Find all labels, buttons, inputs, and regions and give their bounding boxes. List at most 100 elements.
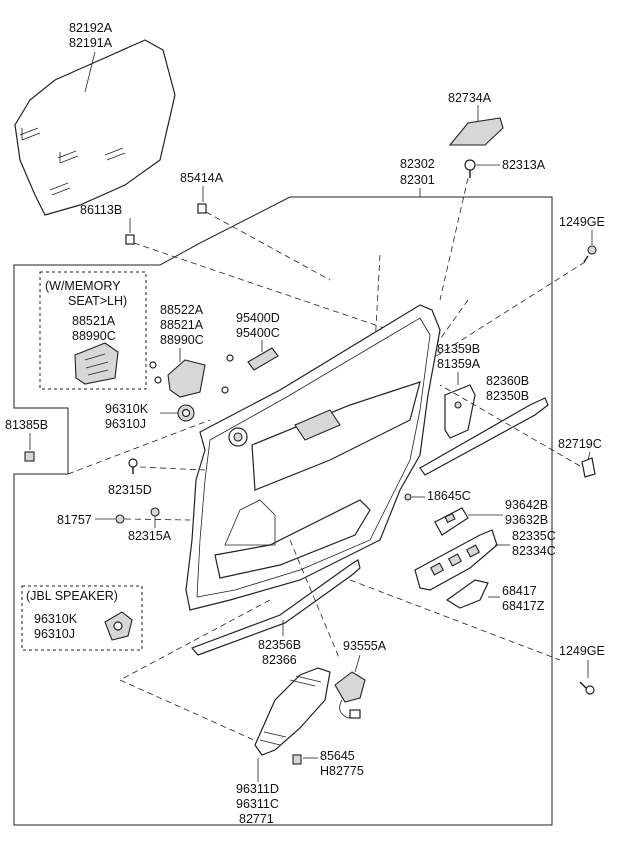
memory-note-line2: SEAT>LH): [68, 294, 127, 308]
label-82335c: 82335C: [512, 529, 556, 543]
leader-82719c: [587, 451, 591, 461]
clip-icon: [125, 234, 135, 245]
label-82719c: 82719C: [558, 437, 602, 451]
jbl-note: (JBL SPEAKER): [26, 589, 118, 603]
label-96310k: 96310K: [105, 402, 149, 416]
label-handle-88521a: 88521A: [160, 318, 204, 332]
label-85645: 85645: [320, 749, 355, 763]
label-82366: 82366: [262, 653, 297, 667]
label-jbl-96310j: 96310J: [34, 627, 75, 641]
window-switch-93642b: [434, 507, 469, 536]
door-handle-88522a: [167, 359, 206, 398]
dash-82315d: [139, 466, 206, 471]
label-handle-88990c: 88990C: [160, 333, 204, 347]
courtesy-lamp: [247, 347, 279, 371]
label-82734a: 82734A: [448, 91, 492, 105]
dash-lower-a: [119, 599, 271, 681]
door-trim-inner: [196, 317, 431, 598]
label-18645c: 18645C: [427, 489, 471, 503]
label-85414a: 85414A: [180, 171, 224, 185]
switch-icon: [454, 401, 462, 409]
label-81385b: 81385B: [5, 418, 48, 432]
label-82771: 82771: [239, 812, 274, 826]
label-82301: 82301: [400, 173, 435, 187]
dash-lower-c: [349, 579, 561, 661]
label-82350b: 82350B: [486, 389, 529, 403]
belt-strip-82360b: [419, 397, 549, 476]
label-93555a: 93555A: [343, 639, 387, 653]
clip-icon: [24, 451, 35, 462]
memory-seat-callout: [39, 271, 147, 390]
door-switch-81359b: [444, 384, 476, 439]
speaker-icon: [177, 404, 195, 422]
label-81359b: 81359B: [437, 342, 480, 356]
switch-icon: [74, 342, 119, 385]
clip-icon: [292, 754, 302, 765]
label-95400c: 95400C: [236, 326, 280, 340]
dash-trim-top: [439, 177, 469, 301]
label-81757: 81757: [57, 513, 92, 527]
label-82356b: 82356B: [258, 638, 301, 652]
lamp-wire: [339, 699, 357, 719]
label-86113b: 86113B: [80, 203, 122, 217]
dash-1249ge-top: [429, 261, 586, 361]
dash-lower-b: [119, 679, 266, 746]
memory-note-line1: (W/MEMORY: [45, 279, 121, 293]
screw-icon: [128, 458, 138, 474]
label-1249ge-bottom: 1249GE: [559, 644, 605, 658]
door-pad-82192a: [14, 39, 176, 216]
screw-icon: [579, 681, 595, 695]
cap-82719c: [581, 457, 596, 478]
switch-icon: [444, 512, 456, 524]
clip-icon: [197, 203, 207, 214]
label-81359a: 81359A: [437, 357, 481, 371]
screw-icon: [464, 159, 476, 178]
label-memory-88990c: 88990C: [72, 329, 116, 343]
connector: [349, 709, 361, 719]
label-82334c: 82334C: [512, 544, 556, 558]
armrest: [251, 381, 421, 491]
label-68417: 68417: [502, 584, 537, 598]
speaker-icon: [233, 432, 243, 442]
cap-82734a: [448, 117, 504, 146]
speaker-grille-96311d: [254, 667, 331, 756]
speaker-opening: [224, 499, 276, 546]
dash-lower-d: [289, 539, 341, 661]
door-pull-handle: [294, 409, 341, 441]
clip-icon: [404, 493, 412, 501]
label-82315d: 82315D: [108, 483, 152, 497]
dash-85414a: [205, 211, 331, 281]
switch-icon: [429, 562, 445, 576]
label-82192a: 82192A: [69, 21, 113, 35]
switch-icon: [447, 553, 463, 567]
dash-86113b: [133, 242, 391, 331]
label-68417z: 68417Z: [502, 599, 545, 613]
grille-mesh: [259, 675, 322, 746]
label-93632b: 93632B: [505, 513, 548, 527]
switch-icon: [465, 544, 481, 558]
weatherstrip-82356b: [190, 559, 361, 656]
screw-icon: [115, 514, 125, 524]
screw-icon: [149, 354, 234, 394]
label-jbl-96310k: 96310K: [34, 612, 78, 626]
screw-icon: [583, 245, 597, 263]
label-82302: 82302: [400, 157, 435, 171]
dash-82719c: [439, 384, 581, 467]
leader-93555a: [354, 654, 361, 673]
jbl-speaker-callout: [21, 585, 143, 651]
label-82360b: 82360B: [486, 374, 529, 388]
label-memory-88521a: 88521A: [72, 314, 116, 328]
label-88522a: 88522A: [160, 303, 204, 317]
label-82315a: 82315A: [128, 529, 172, 543]
assembly-frame: [290, 196, 553, 451]
label-96310j: 96310J: [105, 417, 146, 431]
dash-81757: [124, 518, 191, 521]
label-95400d: 95400D: [236, 311, 280, 325]
label-82191a: 82191A: [69, 36, 113, 50]
screw-icon: [150, 507, 160, 517]
courtesy-lamp-93555a: [334, 671, 366, 703]
leader-82192a: [84, 51, 96, 93]
label-1249ge-top: 1249GE: [559, 215, 605, 229]
label-82313a: 82313A: [502, 158, 546, 172]
